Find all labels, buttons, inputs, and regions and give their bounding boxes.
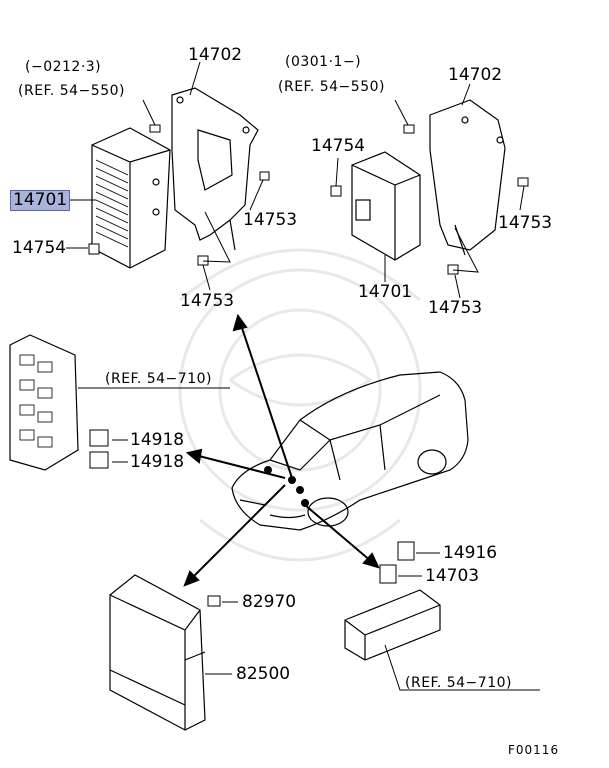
- ref-label-right: (REF. 54−550): [278, 79, 385, 95]
- part-14702-left: 14702: [188, 45, 243, 65]
- ref-label-bottom: (REF. 54−710): [405, 675, 512, 691]
- ref-label-left: (REF. 54−550): [18, 83, 125, 99]
- car-illustration: [231, 371, 469, 531]
- bracket-14702-right-drawing: [429, 99, 506, 256]
- range-label-left: (−0212·3): [25, 59, 102, 75]
- figure-code: F00116: [508, 743, 560, 757]
- part-14754-right: 14754: [311, 136, 366, 156]
- part-14703: 14703: [425, 566, 480, 586]
- ref-label-relay-box: (REF. 54−710): [105, 371, 212, 387]
- part-14701-right: 14701: [358, 282, 413, 302]
- part-14753-b: 14753: [180, 291, 235, 311]
- relay-box-drawing: [9, 334, 79, 471]
- ecu-14701-right-drawing: [351, 151, 421, 261]
- bolt-82970-icon: [207, 595, 221, 607]
- bracket-14702-left-drawing: [171, 87, 259, 251]
- part-82500: 82500: [236, 664, 291, 684]
- part-14918-b: 14918: [130, 452, 185, 472]
- bolt-icons-right: [330, 124, 529, 275]
- part-14753-d: 14753: [428, 298, 483, 318]
- part-14754-left: 14754: [12, 238, 67, 258]
- part-14753-c: 14753: [498, 213, 553, 233]
- ecu-82500-drawing: [109, 574, 206, 731]
- part-14701-left-highlighted[interactable]: 14701: [10, 190, 71, 211]
- relay-14916-14703-icons: [379, 541, 415, 584]
- part-14916: 14916: [443, 543, 498, 563]
- part-14918-a: 14918: [130, 430, 185, 450]
- relay-14918-icons: [89, 429, 109, 469]
- relay-module-drawing: [344, 589, 441, 661]
- range-label-right: (0301·1−): [285, 54, 362, 70]
- part-82970: 82970: [242, 592, 297, 612]
- part-14702-right: 14702: [448, 65, 503, 85]
- ecu-14701-left-drawing: [91, 127, 171, 269]
- part-14753-a: 14753: [243, 210, 298, 230]
- pointer-arrows: [183, 313, 380, 587]
